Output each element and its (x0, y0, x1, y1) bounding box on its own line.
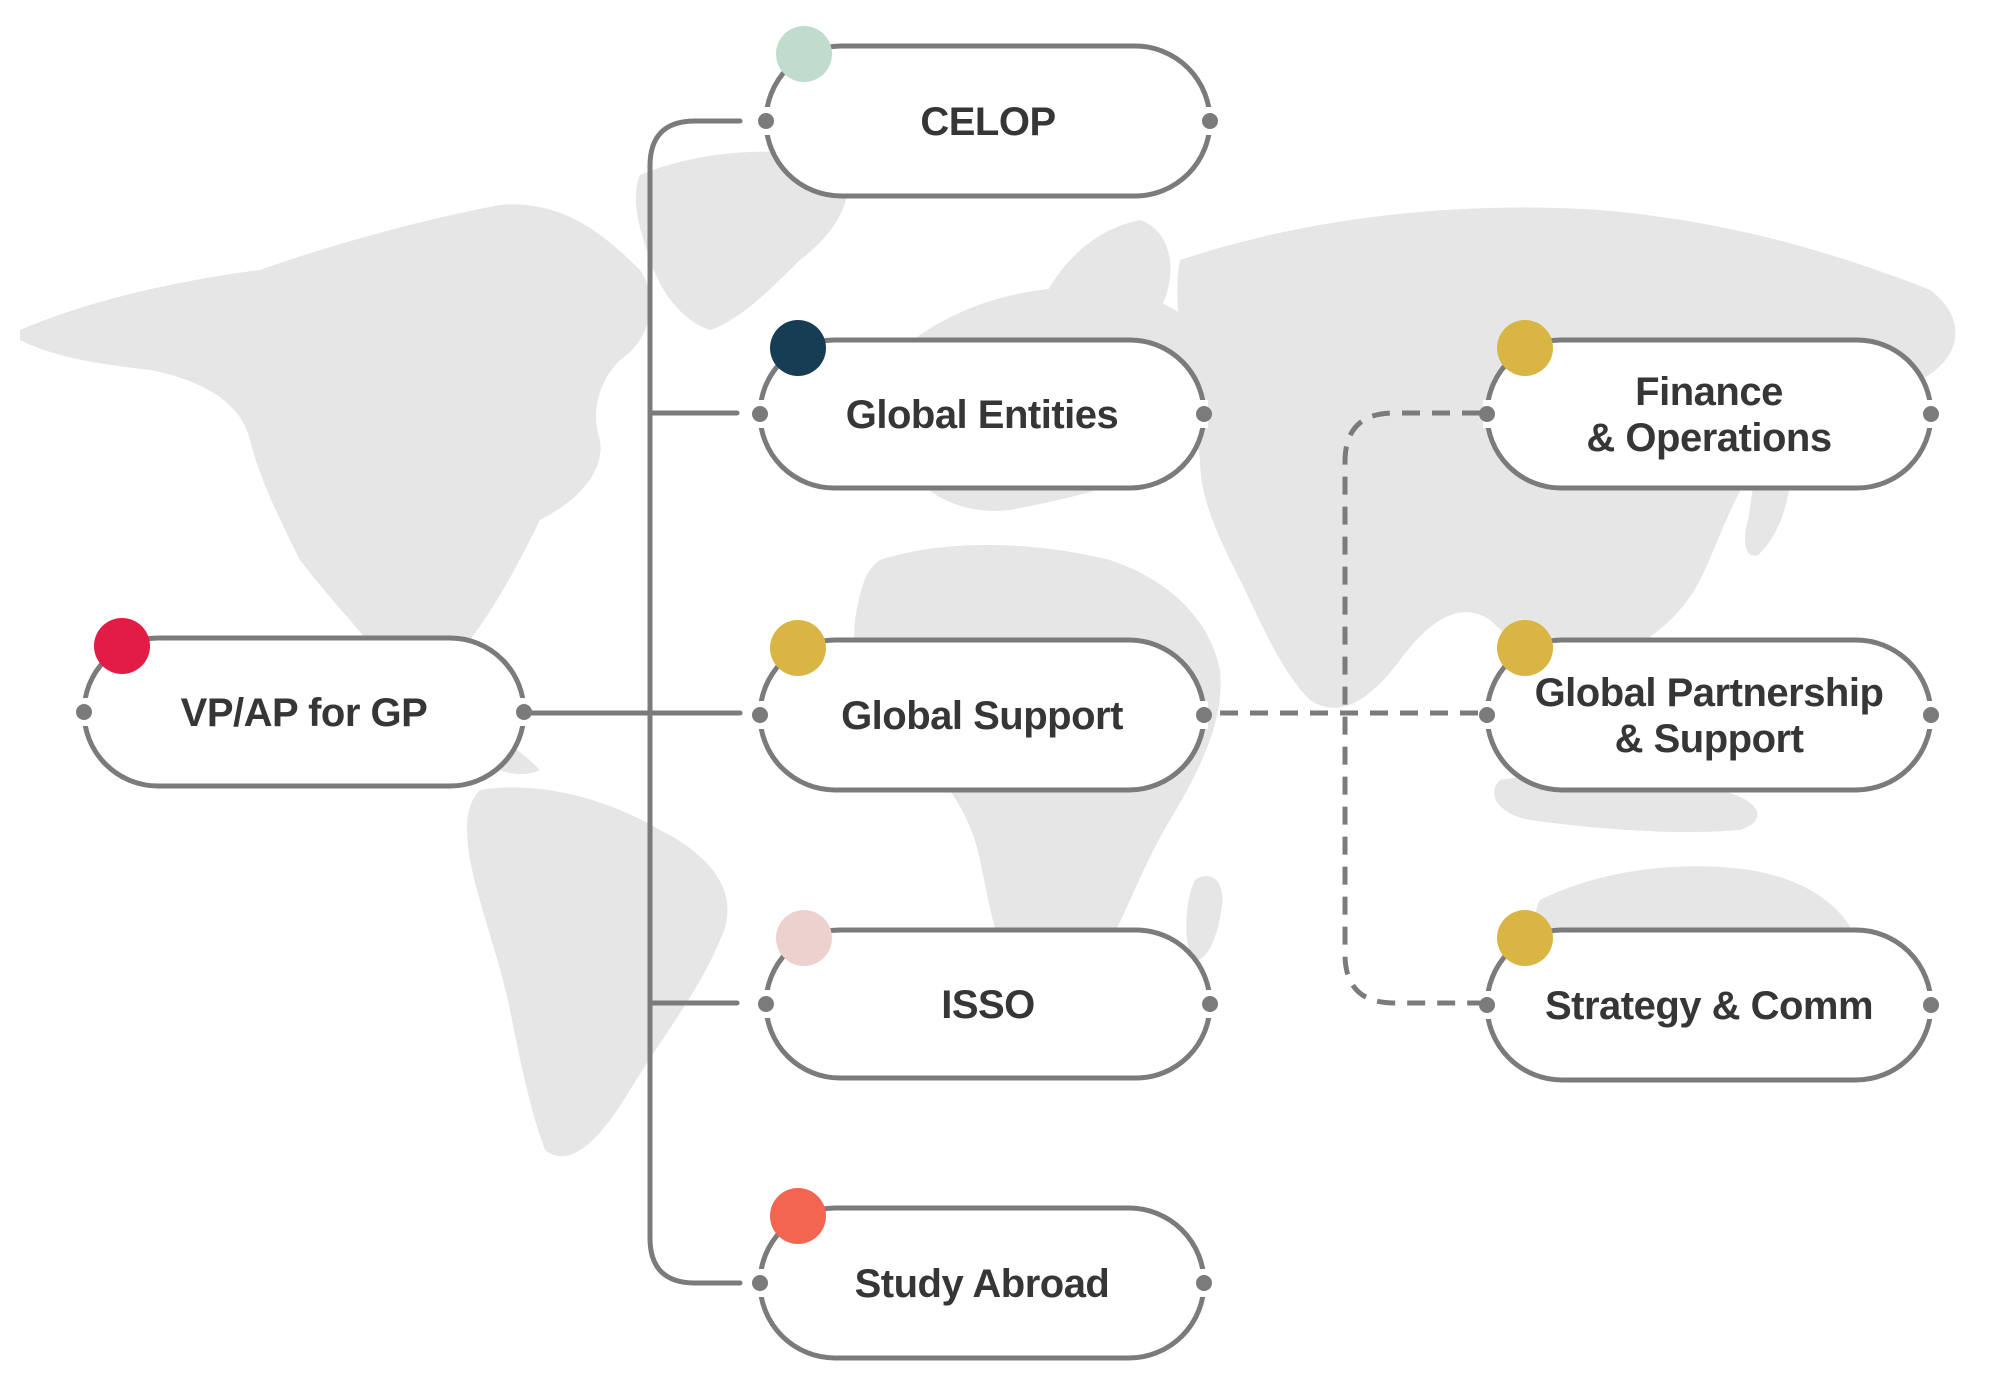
port-right (1196, 707, 1212, 723)
node-label: Global Partnership (1535, 671, 1884, 715)
node-label: & Support (1615, 717, 1804, 761)
node-label: Study Abroad (855, 1262, 1110, 1306)
node-vp: VP/AP for GP (76, 618, 532, 789)
node-celop: CELOP (758, 26, 1218, 199)
node-label: VP/AP for GP (181, 691, 428, 735)
port-left (1479, 406, 1495, 422)
port-right (1202, 113, 1218, 129)
node-finance: Finance& Operations (1479, 320, 1939, 491)
connector-vertical-spine (647, 118, 743, 1286)
node-study-abroad: Study Abroad (752, 1188, 1212, 1361)
port-left (1479, 997, 1495, 1013)
port-right (1923, 406, 1939, 422)
node-color-dot (770, 1188, 826, 1244)
port-right (1196, 1275, 1212, 1291)
port-right (1923, 707, 1939, 723)
node-global-support: Global Support (752, 620, 1212, 793)
node-label: Global Support (841, 694, 1123, 738)
port-right (1196, 406, 1212, 422)
map-scandinavia (1030, 220, 1171, 365)
node-label: CELOP (920, 100, 1055, 144)
node-pill (1484, 337, 1934, 491)
port-left (758, 996, 774, 1012)
node-color-dot (94, 618, 150, 674)
node-color-dot (770, 620, 826, 676)
node-global-entities: Global Entities (752, 320, 1212, 491)
node-color-dot (770, 320, 826, 376)
node-isso: ISSO (758, 910, 1218, 1081)
port-right (1202, 996, 1218, 1012)
port-left (1479, 707, 1495, 723)
node-partnership: Global Partnership& Support (1479, 620, 1939, 793)
node-label: & Operations (1586, 416, 1831, 460)
port-left (752, 707, 768, 723)
node-label: Strategy & Comm (1545, 984, 1873, 1028)
port-left (752, 1275, 768, 1291)
node-label: Finance (1635, 370, 1783, 414)
node-label: ISSO (941, 983, 1035, 1027)
port-left (76, 704, 92, 720)
map-greenland (635, 151, 848, 330)
port-left (752, 406, 768, 422)
node-strategy: Strategy & Comm (1479, 910, 1939, 1083)
connectors (521, 118, 1480, 1286)
node-pill (1484, 637, 1934, 793)
port-right (1923, 997, 1939, 1013)
node-color-dot (776, 910, 832, 966)
map-north-america (20, 204, 651, 775)
node-color-dot (776, 26, 832, 82)
node-label: Global Entities (846, 393, 1119, 437)
node-color-dot (1497, 910, 1553, 966)
map-south-america (467, 787, 728, 1157)
port-right (516, 704, 532, 720)
port-left (758, 113, 774, 129)
node-color-dot (1497, 320, 1553, 376)
map-madagascar (1186, 876, 1223, 961)
connector-dashed-spine (1342, 410, 1480, 1006)
node-color-dot (1497, 620, 1553, 676)
